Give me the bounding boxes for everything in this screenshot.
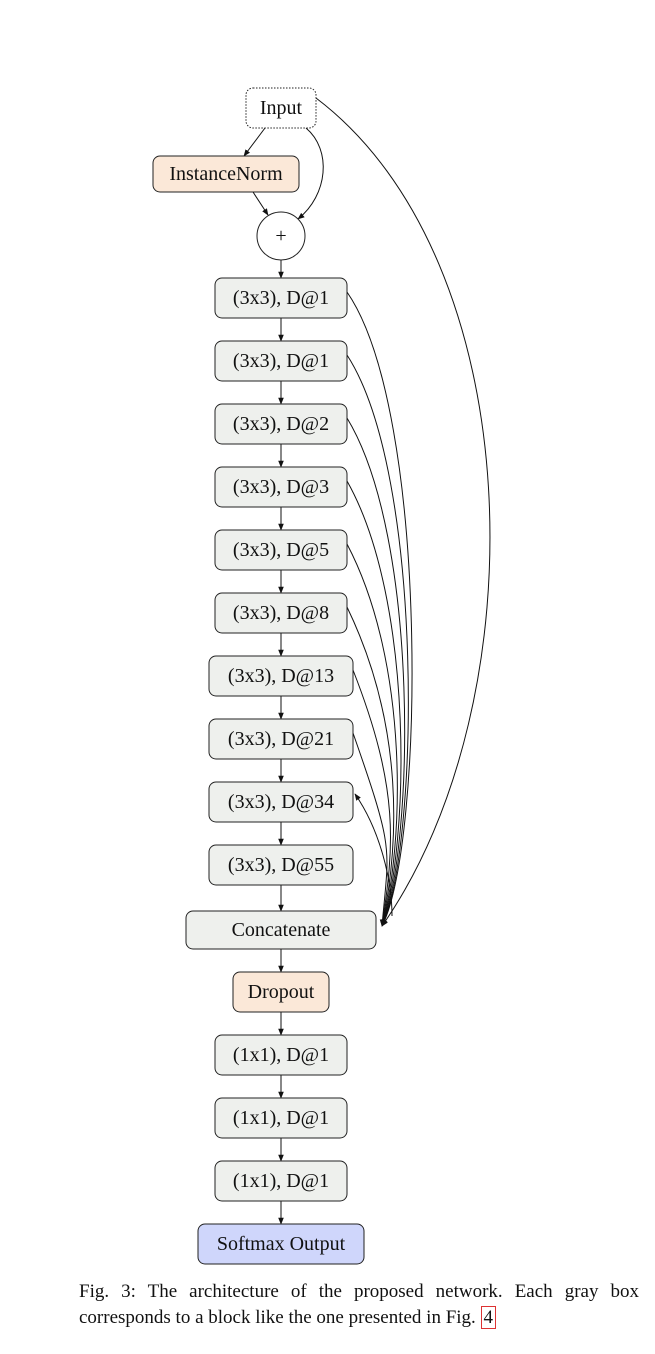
add-node-circle	[256, 211, 306, 261]
figure-reference-link[interactable]: 4	[480, 1306, 497, 1329]
edge-norm-to-add	[252, 191, 269, 216]
fc-block-2-label: (1x1), D@1	[233, 1107, 329, 1129]
conv-block-7-label: (3x3), D@13	[228, 665, 334, 687]
dropout-node: Dropout	[232, 971, 330, 1013]
conv-block-8: (3x3), D@21	[208, 718, 354, 760]
edge-skip-input-to-concat	[315, 97, 491, 927]
dropout-node-box	[232, 971, 330, 1013]
conv-block-6: (3x3), D@8	[214, 592, 348, 634]
input-node: Input	[245, 87, 317, 129]
conv-block-4-label: (3x3), D@3	[233, 476, 329, 498]
input-node-box	[245, 87, 317, 129]
conv-block-6-box	[214, 592, 348, 634]
input-node-label: Input	[260, 97, 303, 119]
edge-skip-conv6-to-concat	[346, 606, 395, 927]
conv-block-9-label: (3x3), D@34	[228, 791, 334, 813]
conv-block-3: (3x3), D@2	[214, 403, 348, 445]
edge-skip-conv5-to-concat	[346, 543, 398, 927]
output-node-box	[197, 1223, 365, 1265]
fc-block-1-label: (1x1), D@1	[233, 1044, 329, 1066]
conv-block-1-label: (3x3), D@1	[233, 287, 329, 309]
conv-block-10-label: (3x3), D@55	[228, 854, 334, 876]
concatenate-node-label: Concatenate	[232, 919, 331, 941]
add-node: +	[256, 211, 306, 261]
edge-input-to-add	[297, 127, 324, 220]
fc-block-2-box	[214, 1097, 348, 1139]
fc-block-2: (1x1), D@1	[214, 1097, 348, 1139]
conv-block-8-label: (3x3), D@21	[228, 728, 334, 750]
instance-norm-node-box	[152, 155, 300, 193]
conv-block-7-box	[208, 655, 354, 697]
conv-block-5-label: (3x3), D@5	[233, 539, 329, 561]
conv-block-8-box	[208, 718, 354, 760]
fc-block-1: (1x1), D@1	[214, 1034, 348, 1076]
conv-block-3-box	[214, 403, 348, 445]
conv-block-1: (3x3), D@1	[214, 277, 348, 319]
conv-block-4: (3x3), D@3	[214, 466, 348, 508]
edge-input-to-norm	[243, 127, 266, 157]
conv-block-2-label: (3x3), D@1	[233, 350, 329, 372]
fc-block-3: (1x1), D@1	[214, 1160, 348, 1202]
conv-block-9-box	[208, 781, 354, 823]
conv-block-4-box	[214, 466, 348, 508]
conv-block-10: (3x3), D@55	[208, 844, 354, 886]
conv-block-5: (3x3), D@5	[214, 529, 348, 571]
conv-block-6-label: (3x3), D@8	[233, 602, 329, 624]
fc-block-3-box	[214, 1160, 348, 1202]
edge-skip-conv2-to-concat	[346, 354, 409, 927]
edge-skip-conv3-to-concat	[346, 417, 406, 927]
concatenate-node-box	[185, 910, 377, 950]
edge-skip-conv7-to-concat	[352, 669, 391, 927]
edge-skip-conv4-to-concat	[346, 480, 402, 927]
instance-norm-node: InstanceNorm	[152, 155, 300, 193]
fc-block-1-box	[214, 1034, 348, 1076]
conv-block-10-box	[208, 844, 354, 886]
conv-block-3-label: (3x3), D@2	[233, 413, 329, 435]
conv-block-9: (3x3), D@34	[208, 781, 354, 823]
caption-text: Fig. 3: The architecture of the proposed…	[79, 1281, 639, 1328]
edge-skip-conv8-to-concat	[352, 732, 388, 927]
figure-caption: Fig. 3: The architecture of the proposed…	[79, 1279, 639, 1331]
edges	[243, 97, 491, 1225]
concatenate-node: Concatenate	[185, 910, 377, 950]
conv-block-1-box	[214, 277, 348, 319]
fc-block-3-label: (1x1), D@1	[233, 1170, 329, 1192]
conv-block-7: (3x3), D@13	[208, 655, 354, 697]
conv-block-5-box	[214, 529, 348, 571]
dropout-node-label: Dropout	[248, 981, 315, 1003]
add-node-label: +	[275, 225, 286, 247]
edge-skip-conv1-to-concat	[346, 291, 413, 927]
output-node-label: Softmax Output	[217, 1233, 346, 1255]
instance-norm-node-label: InstanceNorm	[169, 163, 283, 185]
conv-block-2: (3x3), D@1	[214, 340, 348, 382]
output-node: Softmax Output	[197, 1223, 365, 1265]
conv-block-2-box	[214, 340, 348, 382]
edge-curve-to-conv9	[354, 793, 393, 917]
